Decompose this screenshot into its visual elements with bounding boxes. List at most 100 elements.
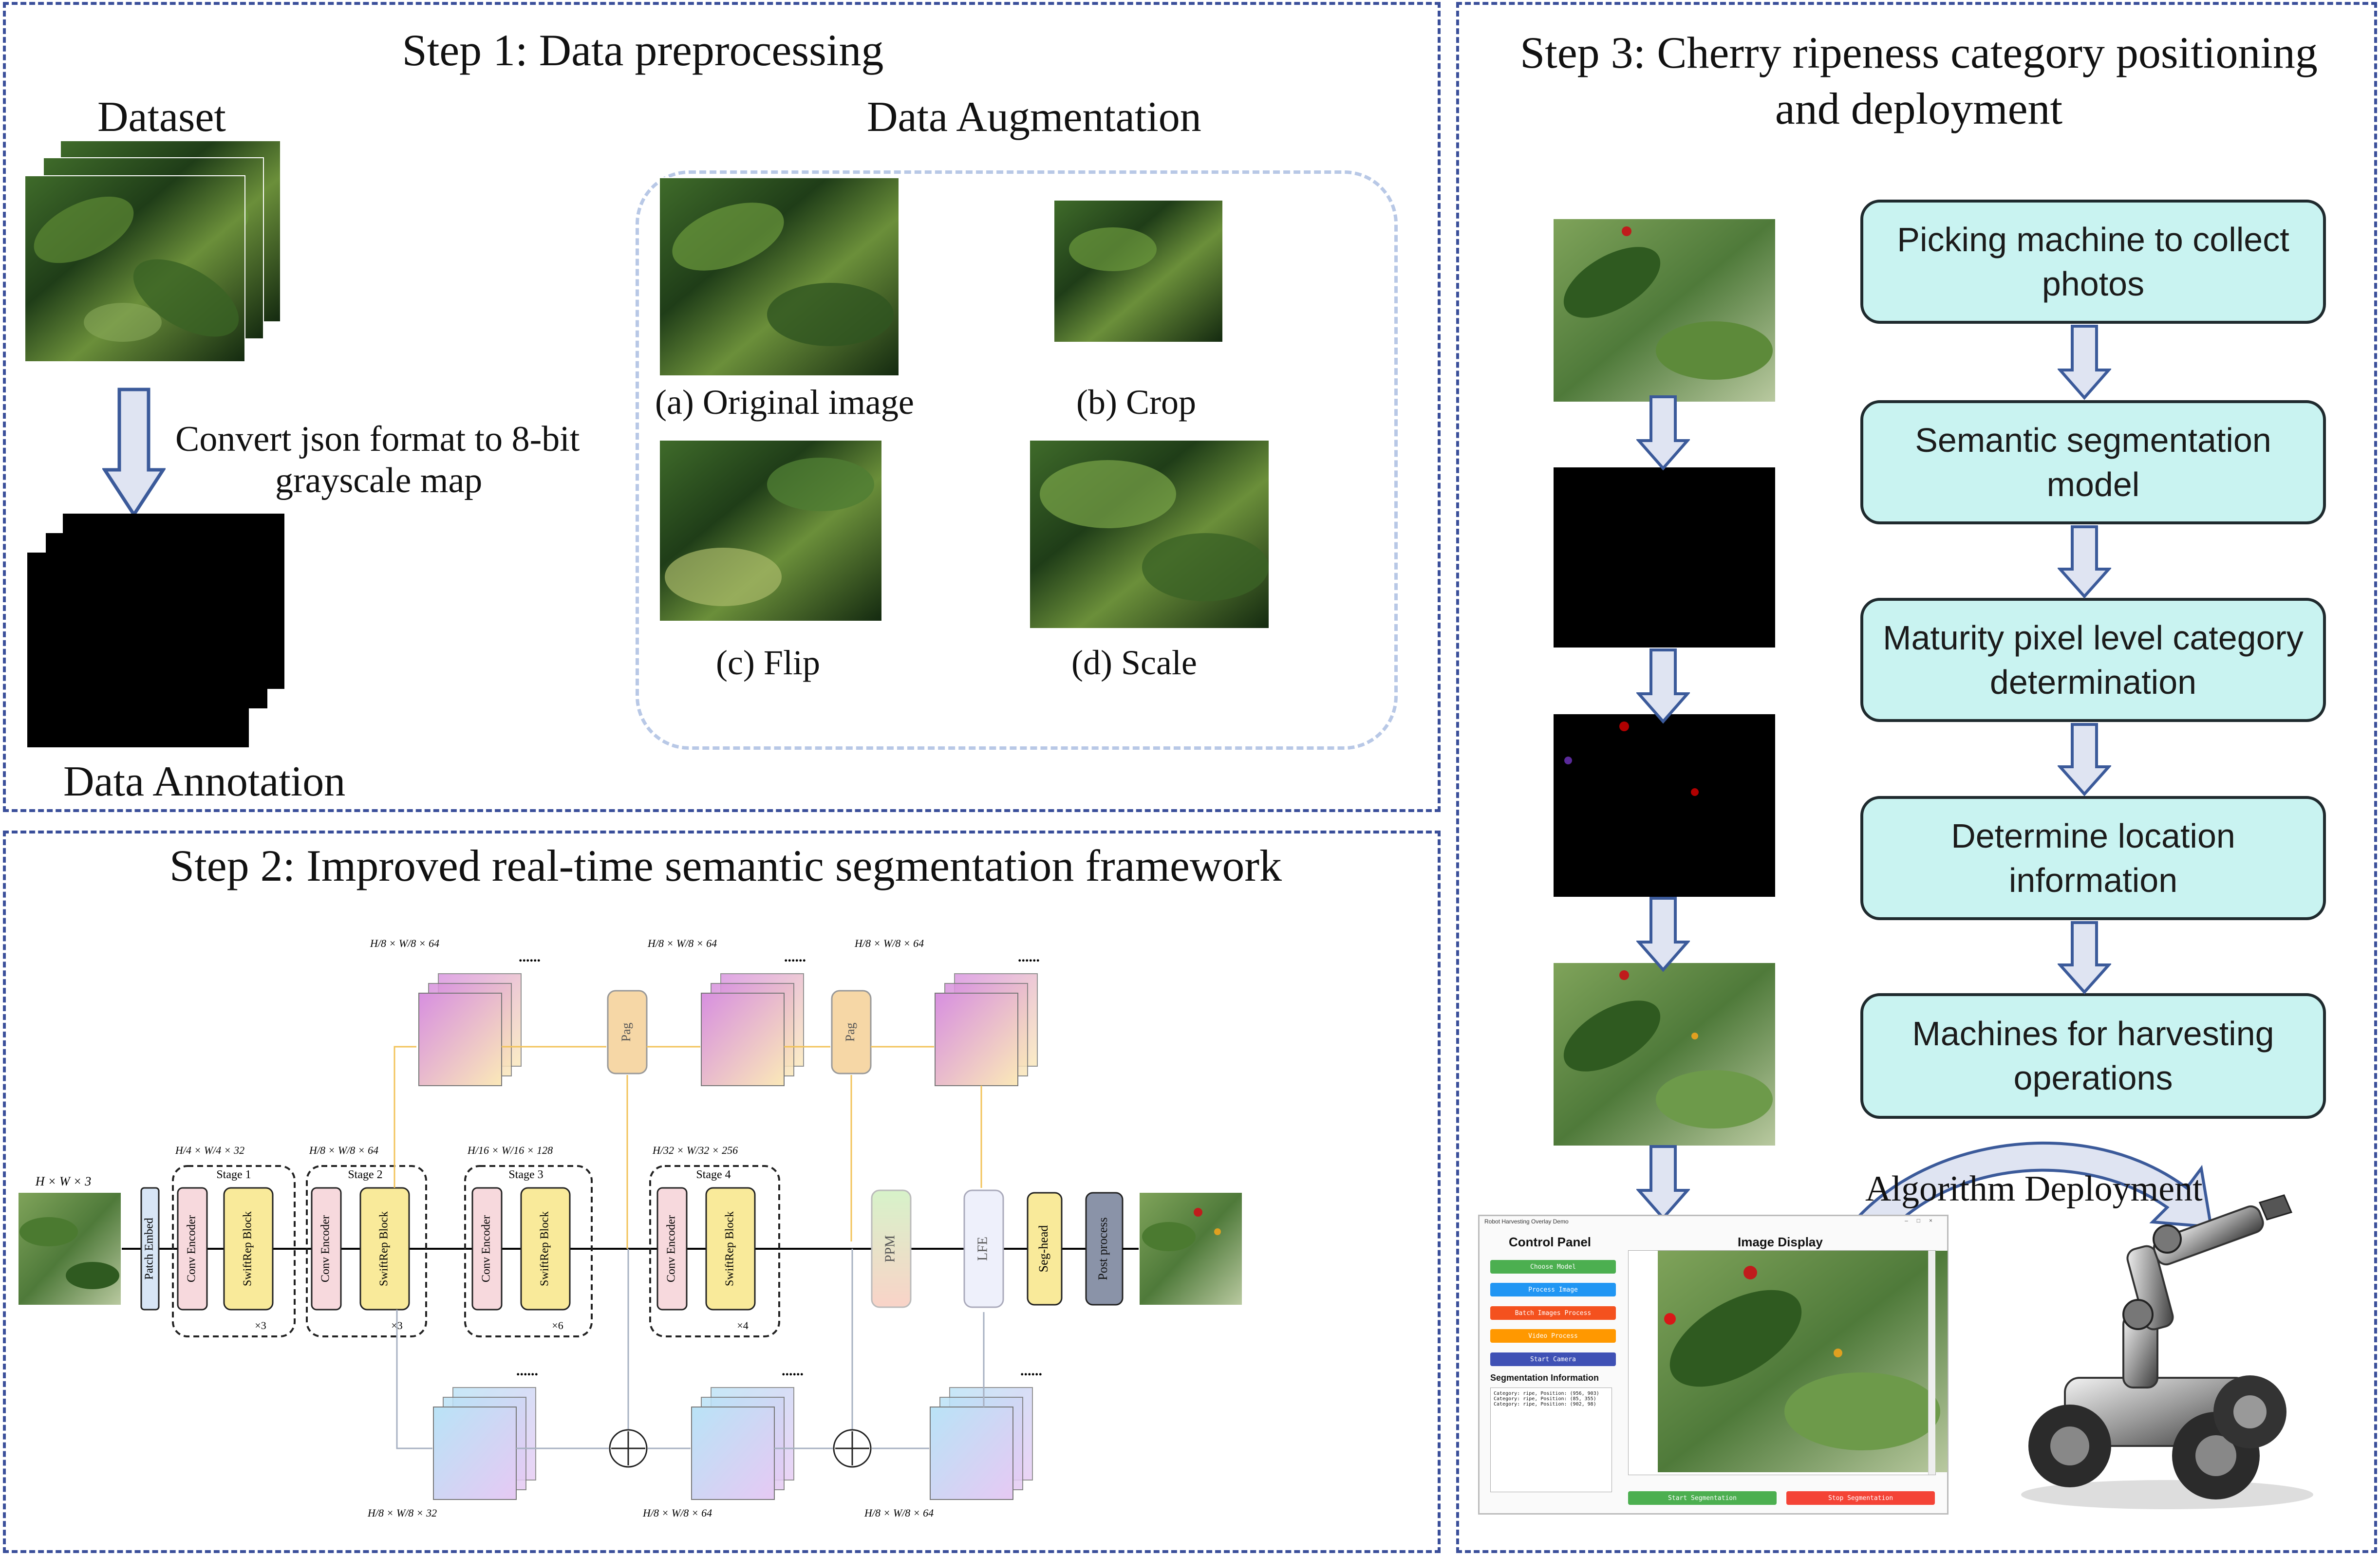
svg-text:×3: ×3 xyxy=(255,1319,266,1332)
augmentation-frame xyxy=(636,170,1398,750)
svg-text:H/8 × W/8 × 64: H/8 × W/8 × 64 xyxy=(370,937,439,949)
dataset-photo-1 xyxy=(25,176,244,361)
control-panel-title: Control Panel xyxy=(1509,1235,1592,1249)
top-features-1 xyxy=(418,973,522,1086)
stop-segmentation-button[interactable]: Stop Segmentation xyxy=(1786,1491,1935,1505)
svg-text:Seg-head: Seg-head xyxy=(1036,1225,1050,1273)
svg-text:SwiftRep Block: SwiftRep Block xyxy=(539,1211,551,1286)
input-image xyxy=(19,1193,121,1305)
stage4-dim: H/32 × W/32 × 256 xyxy=(652,1144,738,1156)
batch-process-button[interactable]: Batch Images Process xyxy=(1490,1306,1616,1320)
step1-title: Step 1: Data preprocessing xyxy=(402,25,884,75)
video-process-button[interactable]: Video Process xyxy=(1490,1329,1616,1343)
image-display-area xyxy=(1628,1250,1948,1475)
process-image-button[interactable]: Process Image xyxy=(1490,1283,1616,1296)
bottom-features-2 xyxy=(691,1387,794,1500)
flow-step-2: Semantic segmentation model xyxy=(1860,400,2326,524)
step3-mask-black xyxy=(1554,467,1775,648)
flow-step-5: Machines for harvesting operations xyxy=(1860,993,2326,1119)
pag-block-2 xyxy=(831,990,872,1074)
choose-model-button[interactable]: Choose Model xyxy=(1490,1260,1616,1274)
image-display-title: Image Display xyxy=(1738,1235,1823,1249)
app-window: Robot Harvesting Overlay Demo –□× Contro… xyxy=(1478,1215,1949,1515)
svg-text:SwiftRep Block: SwiftRep Block xyxy=(242,1211,254,1286)
down-arrow-icon xyxy=(2058,723,2111,796)
svg-text:Post process: Post process xyxy=(1096,1217,1110,1280)
architecture-diagram: H × W × 3 Patch Embed Stage 1 H/4 × W/4 … xyxy=(19,937,1242,1519)
svg-text:......: ...... xyxy=(784,949,806,965)
annotation-map-1 xyxy=(25,553,249,749)
step3-input-photo xyxy=(1554,219,1775,402)
step3-panel xyxy=(1456,2,2377,1553)
seg-head-block xyxy=(1027,1192,1063,1306)
svg-text:......: ...... xyxy=(519,949,541,965)
lfe-block xyxy=(963,1189,1004,1308)
step2-title: Step 2: Improved real-time semantic segm… xyxy=(169,841,1282,890)
svg-text:Pag: Pag xyxy=(619,1023,633,1042)
svg-text:LFE: LFE xyxy=(975,1237,990,1261)
svg-text:PPM: PPM xyxy=(882,1235,898,1262)
top-features-3 xyxy=(935,973,1038,1086)
start-segmentation-button[interactable]: Start Segmentation xyxy=(1628,1491,1777,1505)
aug-label-scale: (d) Scale xyxy=(1071,643,1197,682)
svg-text:H/8 × W/8 × 64: H/8 × W/8 × 64 xyxy=(647,937,717,949)
aug-label-flip: (c) Flip xyxy=(716,643,820,682)
down-arrow-icon xyxy=(1636,1145,1690,1221)
robot-icon xyxy=(2021,1194,2313,1509)
start-camera-button[interactable]: Start Camera xyxy=(1490,1352,1616,1366)
down-arrow-icon xyxy=(1636,395,1690,471)
svg-text:Conv Encoder: Conv Encoder xyxy=(186,1215,198,1282)
step3-title-line2: and deployment xyxy=(1775,84,2063,133)
svg-text:H/8 × W/8 × 32: H/8 × W/8 × 32 xyxy=(367,1507,437,1519)
convert-text-line2: grayscale map xyxy=(275,461,483,500)
augmentation-title: Data Augmentation xyxy=(867,93,1201,141)
aug-label-original: (a) Original image xyxy=(655,383,914,422)
curved-arrow-icon xyxy=(1824,1141,2213,1267)
stage2-frame xyxy=(306,1165,427,1337)
window-controls: –□× xyxy=(1905,1217,1941,1224)
input-dim-label: H × W × 3 xyxy=(35,1174,92,1188)
dataset-label: Dataset xyxy=(97,93,226,141)
svg-text:SwiftRep Block: SwiftRep Block xyxy=(378,1211,391,1286)
down-arrow-icon xyxy=(102,388,166,518)
patch-embed-block xyxy=(140,1187,160,1311)
stage3-dim: H/16 × W/16 × 128 xyxy=(467,1144,553,1156)
flow-step-1: Picking machine to collect photos xyxy=(1860,200,2326,324)
aug-crop-photo xyxy=(1054,201,1222,342)
annotation-label: Data Annotation xyxy=(63,758,346,805)
svg-text:......: ...... xyxy=(1018,949,1040,965)
svg-text:Patch Embed: Patch Embed xyxy=(143,1218,156,1279)
window-title: Robot Harvesting Overlay Demo xyxy=(1484,1218,1569,1225)
svg-text:Pag: Pag xyxy=(843,1023,857,1042)
svg-text:×4: ×4 xyxy=(737,1319,748,1332)
pag-block-1 xyxy=(607,990,648,1074)
flow-step-3: Maturity pixel level category determinat… xyxy=(1860,598,2326,722)
svg-text:......: ...... xyxy=(516,1363,538,1379)
stage1-label: Stage 1 xyxy=(216,1168,251,1181)
down-arrow-icon xyxy=(1636,648,1690,724)
stage4-label: Stage 4 xyxy=(696,1168,731,1181)
flow-step-4: Determine location information xyxy=(1860,796,2326,920)
svg-text:......: ...... xyxy=(1020,1363,1042,1379)
down-arrow-icon xyxy=(1636,897,1690,972)
bottom-features-3 xyxy=(930,1387,1033,1500)
ppm-block xyxy=(871,1189,912,1308)
scrollbar[interactable] xyxy=(1928,1251,1935,1475)
step3-mask-colored xyxy=(1554,714,1775,897)
stage3-frame xyxy=(464,1165,593,1337)
stage3-label: Stage 3 xyxy=(508,1168,543,1181)
aug-label-crop: (b) Crop xyxy=(1076,383,1196,422)
svg-text:SwiftRep Block: SwiftRep Block xyxy=(724,1211,736,1286)
top-features-2 xyxy=(701,973,804,1086)
step3-overlay-photo xyxy=(1554,963,1775,1146)
svg-text:Conv Encoder: Conv Encoder xyxy=(480,1215,493,1282)
output-image xyxy=(1140,1193,1242,1305)
aug-original-photo xyxy=(660,178,899,375)
seg-info-title: Segmentation Information xyxy=(1490,1373,1599,1383)
svg-text:Conv Encoder: Conv Encoder xyxy=(665,1215,678,1282)
svg-text:......: ...... xyxy=(782,1363,804,1379)
seg-info-box: Category: ripe, Position: (956, 903) Cat… xyxy=(1490,1388,1612,1492)
svg-text:Conv Encoder: Conv Encoder xyxy=(319,1215,332,1282)
step2-panel xyxy=(3,831,1441,1553)
deployment-label: Algorithm Deployment xyxy=(1865,1169,2203,1209)
